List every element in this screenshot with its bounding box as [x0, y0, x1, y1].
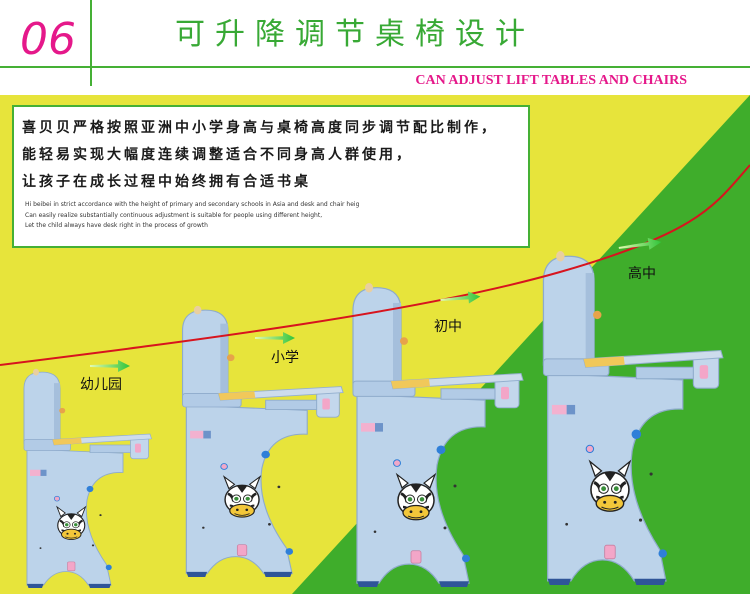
description-cn-line: 让孩子在成长过程中始终拥有合适书桌 [22, 174, 311, 190]
description-en-line: Let the child always have desk right in … [25, 222, 208, 229]
section-number: 06 [20, 14, 76, 65]
description-cn-line: 能轻易实现大幅度连续调整适合不同身高人群使用， [22, 147, 413, 163]
stage-arrow-kindergarten [90, 360, 130, 372]
page-subtitle-english: CAN ADJUST LIFT TABLES AND CHAIRS [415, 73, 687, 88]
description-en-line: Can easily realize substantially continu… [25, 211, 323, 219]
page-title: 可升降调节桌椅设计 [175, 17, 535, 52]
description-box: 喜贝贝严格按照亚洲中小学身高与桌椅高度同步调节配比制作， 能轻易实现大幅度连续调… [12, 105, 530, 248]
stage-arrow-middle-school [440, 291, 481, 304]
header-vertical-divider [90, 0, 92, 86]
stage-label-middle-school: 初中 [434, 318, 462, 335]
description-en-block: Hi beibei in strict accordance with the … [22, 200, 520, 232]
stage-label-kindergarten: 幼儿园 [80, 377, 122, 393]
stage-arrow-high-school [618, 237, 662, 250]
stage-label-high-school: 高中 [628, 265, 656, 282]
description-cn-line: 喜贝贝严格按照亚洲中小学身高与桌椅高度同步调节配比制作， [22, 120, 498, 136]
header-horizontal-divider [0, 66, 750, 68]
growth-curve [0, 164, 750, 366]
stage-arrow-primary-school [255, 332, 295, 344]
description-en-line: Hi beibei in strict accordance with the … [25, 201, 360, 208]
stage-label-primary-school: 小学 [271, 350, 299, 366]
